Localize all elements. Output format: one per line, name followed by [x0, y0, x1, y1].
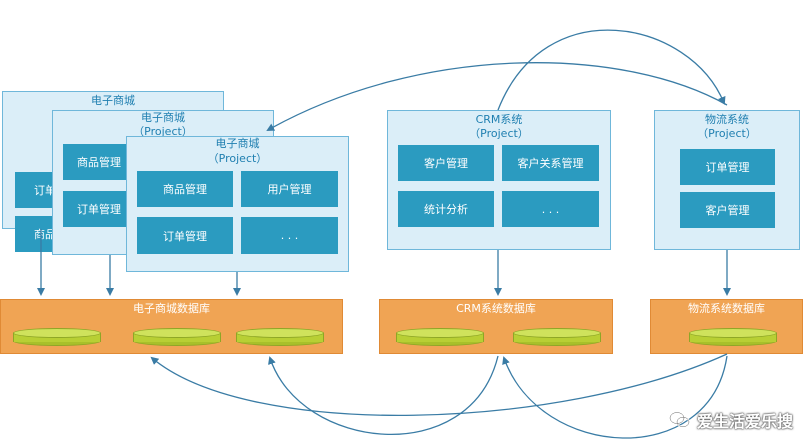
- arrow-crm-to-logistics: [497, 29, 726, 111]
- ecommerce-database: 电子商城数据库: [0, 299, 343, 354]
- logistics-project-label: （Project）: [697, 127, 757, 140]
- module-customer-management: 客户管理: [398, 145, 494, 181]
- crm-project-card: CRM系统 （Project） 客户管理 客户关系管理 统计分析 . . .: [387, 110, 611, 250]
- arrow-logistics-db-to-crm: [502, 355, 728, 439]
- database-disk-icon: [396, 326, 484, 346]
- ecommerce-title-back: 电子商城: [91, 94, 135, 107]
- database-disk-icon: [689, 326, 777, 346]
- ecommerce-project-middle: （Project）: [133, 125, 193, 138]
- module-statistics: 统计分析: [398, 191, 494, 227]
- module-product-middle: 商品管理: [63, 144, 135, 180]
- crm-database: CRM系统数据库: [379, 299, 613, 354]
- module-order-middle: 订单管理: [63, 191, 135, 227]
- wechat-icon: [669, 411, 690, 428]
- ecommerce-project-label: （Project）: [207, 152, 268, 165]
- module-product-management: 商品管理: [137, 171, 233, 207]
- database-disk-icon: [133, 326, 221, 346]
- watermark-text: 爱生活爱乐搜: [696, 412, 793, 431]
- ecommerce-project-card: 电子商城 （Project） 商品管理 用户管理 订单管理 . . .: [126, 136, 349, 272]
- arrow-logistics-to-ecommerce: [266, 62, 728, 131]
- module-crm-more: . . .: [502, 191, 599, 227]
- ecommerce-title: 电子商城: [215, 137, 260, 150]
- logistics-database: 物流系统数据库: [650, 299, 803, 354]
- crm-title: CRM系统: [475, 113, 523, 126]
- module-more: . . .: [241, 217, 338, 254]
- database-disk-icon: [513, 326, 601, 346]
- crm-project-label: （Project）: [469, 127, 529, 140]
- arrow-logistics-db-to-ecommerce: [150, 353, 728, 417]
- crm-database-label: CRM系统数据库: [456, 302, 536, 315]
- module-logistics-customer: 客户管理: [680, 192, 775, 228]
- logistics-database-label: 物流系统数据库: [688, 302, 765, 315]
- module-crm-management: 客户关系管理: [502, 145, 599, 181]
- logistics-title: 物流系统: [705, 113, 749, 126]
- arrow-crm-db-to-ecommerce: [268, 355, 499, 435]
- module-user-management: 用户管理: [241, 171, 338, 207]
- database-disk-icon: [236, 326, 324, 346]
- module-logistics-order: 订单管理: [680, 149, 775, 185]
- logistics-project-card: 物流系统 （Project） 订单管理 客户管理: [654, 110, 800, 250]
- module-order-management: 订单管理: [137, 217, 233, 254]
- ecommerce-database-label: 电子商城数据库: [133, 302, 210, 315]
- ecommerce-title-middle: 电子商城: [141, 111, 185, 124]
- watermark: 爱生活爱乐搜: [669, 408, 793, 432]
- database-disk-icon: [13, 326, 101, 346]
